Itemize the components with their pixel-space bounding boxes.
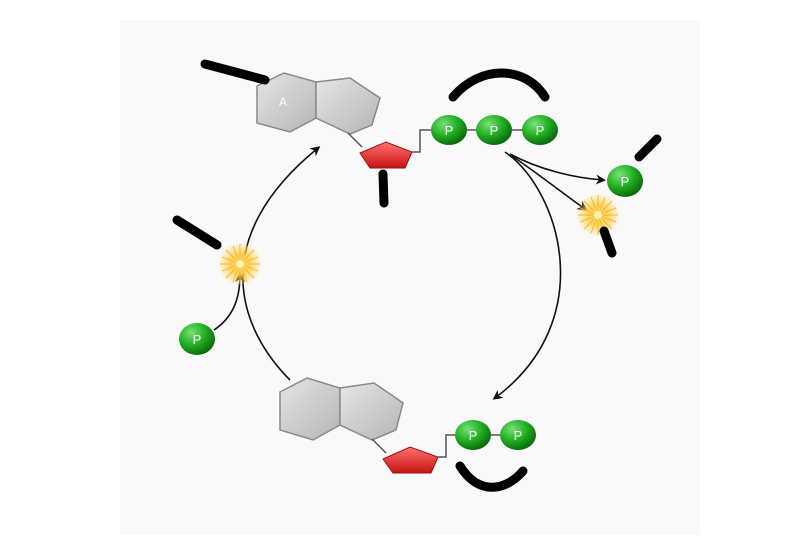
phosphate-ball-icon xyxy=(431,115,467,145)
adp-phosphate-1: P xyxy=(455,420,491,450)
adenine-label: A xyxy=(279,95,287,109)
redaction-stroke-released-phosphate xyxy=(634,134,662,162)
atp-phosphate-3: P xyxy=(522,115,558,145)
redaction-stroke-atp-phosphates xyxy=(448,68,550,102)
energy-release-burst-icon xyxy=(576,193,620,237)
redaction-markers xyxy=(172,59,662,492)
energy-input-burst-icon xyxy=(218,242,262,286)
adp-molecule: P P xyxy=(279,377,536,474)
phosphate-ball-icon xyxy=(607,165,643,197)
base-ribose-bond xyxy=(347,132,363,148)
redaction-stroke-ribose xyxy=(378,169,389,208)
ribose-phosphate-bond xyxy=(412,129,431,153)
atp-phosphate-1: P xyxy=(431,115,467,145)
phosphate-label: P xyxy=(193,332,202,347)
adenine-pentagon-ring xyxy=(315,77,381,135)
redaction-stroke-base-label xyxy=(200,59,270,85)
phosphate-label: P xyxy=(514,428,523,443)
phosphate-label: P xyxy=(621,174,630,189)
hydrolysis-cycle-arrow-icon xyxy=(492,151,562,400)
phosphate-ball-icon xyxy=(179,323,215,355)
adp-phosphate-2: P xyxy=(500,420,536,450)
redaction-stroke-adp-phosphates xyxy=(455,461,528,492)
phosphate-ball-icon xyxy=(500,420,536,450)
phosphate-ball-icon xyxy=(476,115,512,145)
phosphate-label: P xyxy=(469,428,478,443)
atp-molecule: A P P P xyxy=(256,72,558,169)
atp-phosphate-2: P xyxy=(476,115,512,145)
ribose-pentagon-icon xyxy=(382,446,439,474)
ribose-phosphate-bond xyxy=(438,434,455,458)
adenine-base-icon xyxy=(279,377,341,441)
phosphate-ball-icon xyxy=(455,420,491,450)
ribose-pentagon-icon xyxy=(359,141,413,169)
phosphate-release-arrow-icon xyxy=(509,153,606,185)
redaction-stroke-energy-release xyxy=(599,226,617,258)
redaction-stroke-energy-input xyxy=(172,215,222,250)
base-ribose-bond xyxy=(371,438,387,454)
phosphate-label: P xyxy=(445,123,454,138)
phosphate-label: P xyxy=(490,123,499,138)
input-phosphate: P xyxy=(179,323,215,355)
phosphate-ball-icon xyxy=(522,115,558,145)
adenine-pentagon-ring xyxy=(339,382,404,441)
phosphate-label: P xyxy=(536,123,545,138)
released-phosphate: P xyxy=(607,165,643,197)
